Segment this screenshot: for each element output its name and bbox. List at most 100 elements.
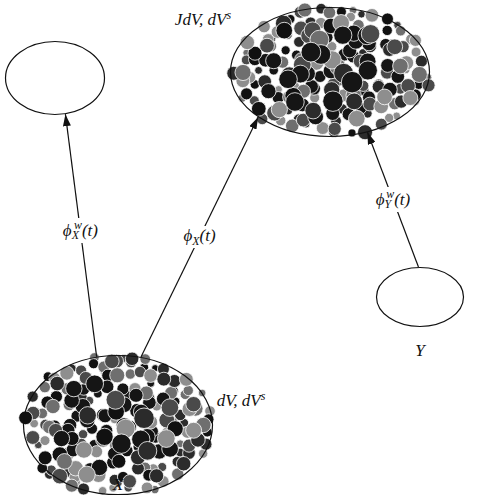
grain-cluster bbox=[19, 352, 216, 495]
ellipse-outline bbox=[376, 267, 464, 327]
body-label: Y bbox=[415, 342, 424, 359]
grain bbox=[260, 38, 275, 53]
glyph-run: w bbox=[386, 187, 394, 201]
body-ellipse: dV, dVsX bbox=[23, 355, 213, 495]
grain bbox=[255, 66, 263, 74]
grain bbox=[328, 122, 341, 135]
grain bbox=[276, 22, 293, 39]
grain bbox=[129, 388, 143, 402]
glyph-run: s bbox=[226, 8, 231, 22]
grain bbox=[281, 46, 290, 55]
grain-cluster bbox=[227, 3, 435, 140]
glyph-run: w bbox=[74, 218, 82, 232]
ellipse-border bbox=[377, 268, 464, 327]
grain bbox=[78, 430, 87, 439]
grain bbox=[144, 369, 158, 383]
grain bbox=[125, 352, 139, 366]
grain bbox=[241, 88, 253, 100]
glyph-run: X bbox=[192, 233, 199, 247]
grain bbox=[79, 407, 96, 424]
glyph-run: JdV, dV bbox=[175, 10, 227, 29]
grain bbox=[186, 422, 202, 438]
grain bbox=[66, 380, 82, 396]
grain bbox=[57, 454, 73, 470]
grain bbox=[301, 42, 321, 62]
grain bbox=[89, 359, 99, 369]
grain bbox=[271, 102, 287, 118]
grain bbox=[112, 454, 126, 468]
body-label: JdV, dVs bbox=[175, 10, 231, 29]
ellipse-outline bbox=[230, 7, 430, 137]
ellipse-border bbox=[231, 8, 430, 137]
mapping-arrow bbox=[141, 117, 258, 357]
grain bbox=[78, 466, 95, 483]
grain bbox=[53, 430, 69, 446]
grain bbox=[411, 66, 427, 82]
grain bbox=[261, 84, 276, 99]
ellipse-border bbox=[24, 356, 213, 495]
glyph-run: ϕ bbox=[376, 190, 385, 209]
grain bbox=[176, 457, 190, 471]
grain bbox=[110, 368, 125, 383]
grain bbox=[149, 469, 163, 483]
grain bbox=[76, 442, 93, 459]
grain bbox=[138, 441, 157, 460]
grain bbox=[125, 369, 135, 379]
grain bbox=[183, 385, 193, 395]
grain bbox=[403, 90, 418, 105]
grain bbox=[19, 411, 33, 425]
grain bbox=[50, 376, 65, 391]
grain bbox=[39, 382, 50, 393]
grain bbox=[112, 434, 131, 453]
grain bbox=[266, 53, 282, 69]
body-label: X bbox=[113, 476, 123, 493]
grain bbox=[323, 6, 336, 19]
glyph-run: (t) bbox=[82, 221, 98, 240]
glyph-run: s bbox=[261, 389, 266, 403]
grain bbox=[286, 93, 305, 112]
glyph-run: dV, dV bbox=[217, 391, 261, 410]
grain bbox=[40, 436, 50, 446]
ellipse-border bbox=[6, 42, 105, 115]
grain bbox=[186, 396, 201, 411]
grain bbox=[161, 399, 179, 417]
glyph-run: ϕ bbox=[183, 226, 192, 245]
ellipse-outline bbox=[23, 355, 213, 495]
glyph-run: (t) bbox=[394, 190, 410, 209]
grain bbox=[305, 102, 322, 119]
grain bbox=[46, 399, 60, 413]
body-ellipse bbox=[5, 41, 105, 115]
body-ellipse: JdV, dVs bbox=[230, 7, 430, 137]
grain bbox=[341, 71, 363, 93]
map-label: ϕYw(t) bbox=[374, 187, 412, 212]
grain bbox=[387, 39, 403, 55]
grain bbox=[346, 93, 363, 110]
grain bbox=[157, 430, 175, 448]
body-label: dV, dVs bbox=[217, 391, 266, 410]
map-label: ϕX(t) bbox=[181, 226, 217, 249]
grain bbox=[235, 64, 251, 80]
ellipse-outline bbox=[5, 41, 105, 115]
grain bbox=[334, 26, 352, 44]
grain bbox=[323, 91, 343, 111]
grain bbox=[377, 89, 393, 105]
glyph-run: (t) bbox=[200, 226, 216, 245]
grain bbox=[157, 372, 171, 386]
grain bbox=[96, 428, 113, 445]
grain bbox=[375, 118, 387, 130]
grain bbox=[123, 475, 137, 489]
grain bbox=[393, 58, 409, 74]
grain bbox=[179, 372, 193, 386]
grain bbox=[27, 391, 38, 402]
grain bbox=[361, 25, 380, 44]
grain bbox=[38, 451, 52, 465]
grain bbox=[26, 431, 40, 445]
glyph-run: X bbox=[113, 475, 123, 494]
glyph-run: Y bbox=[415, 341, 424, 360]
grain bbox=[86, 375, 104, 393]
grain bbox=[134, 408, 155, 429]
body-ellipse: Y bbox=[376, 267, 464, 327]
